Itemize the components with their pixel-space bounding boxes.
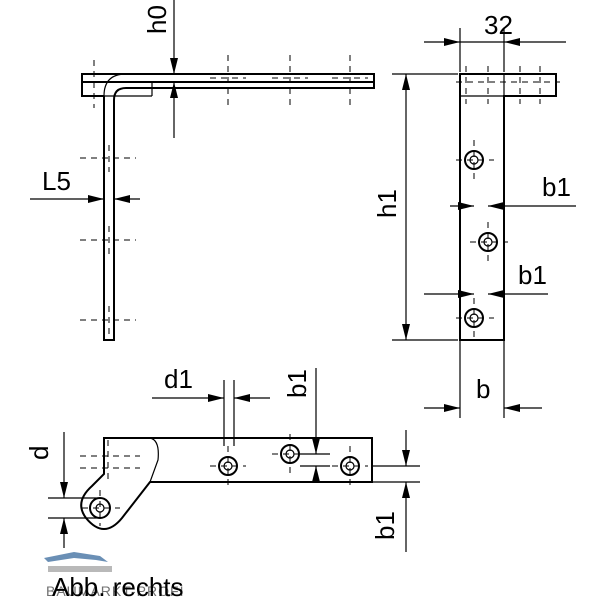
dim-label-b: b [476, 374, 490, 404]
dim-label-32: 32 [484, 10, 513, 40]
front-view-vertical-leg: 32 h1 b1 b1 b [372, 10, 576, 418]
dim-label-h1: h1 [372, 189, 402, 218]
watermark-logo: BAUMARKT-PROFI [44, 552, 184, 599]
dim-label-b1-middle: b1 [518, 260, 547, 290]
dim-label-b1-upper: b1 [542, 172, 571, 202]
side-view-l-angle: h0 L5 [30, 0, 375, 341]
dim-label-l5: L5 [42, 166, 71, 196]
dim-label-d1: d1 [164, 364, 193, 394]
dim-label-b1-bottom: b1 [282, 369, 312, 398]
watermark-text: BAUMARKT-PROFI [46, 583, 184, 599]
plan-view-horizontal-leg: d1 b1 d b1 [24, 364, 420, 552]
dim-label-h0: h0 [142, 5, 172, 34]
dim-label-b1-right: b1 [370, 511, 400, 540]
figure-caption: Abb. rechts [52, 572, 184, 600]
dim-label-d: d [24, 446, 54, 460]
